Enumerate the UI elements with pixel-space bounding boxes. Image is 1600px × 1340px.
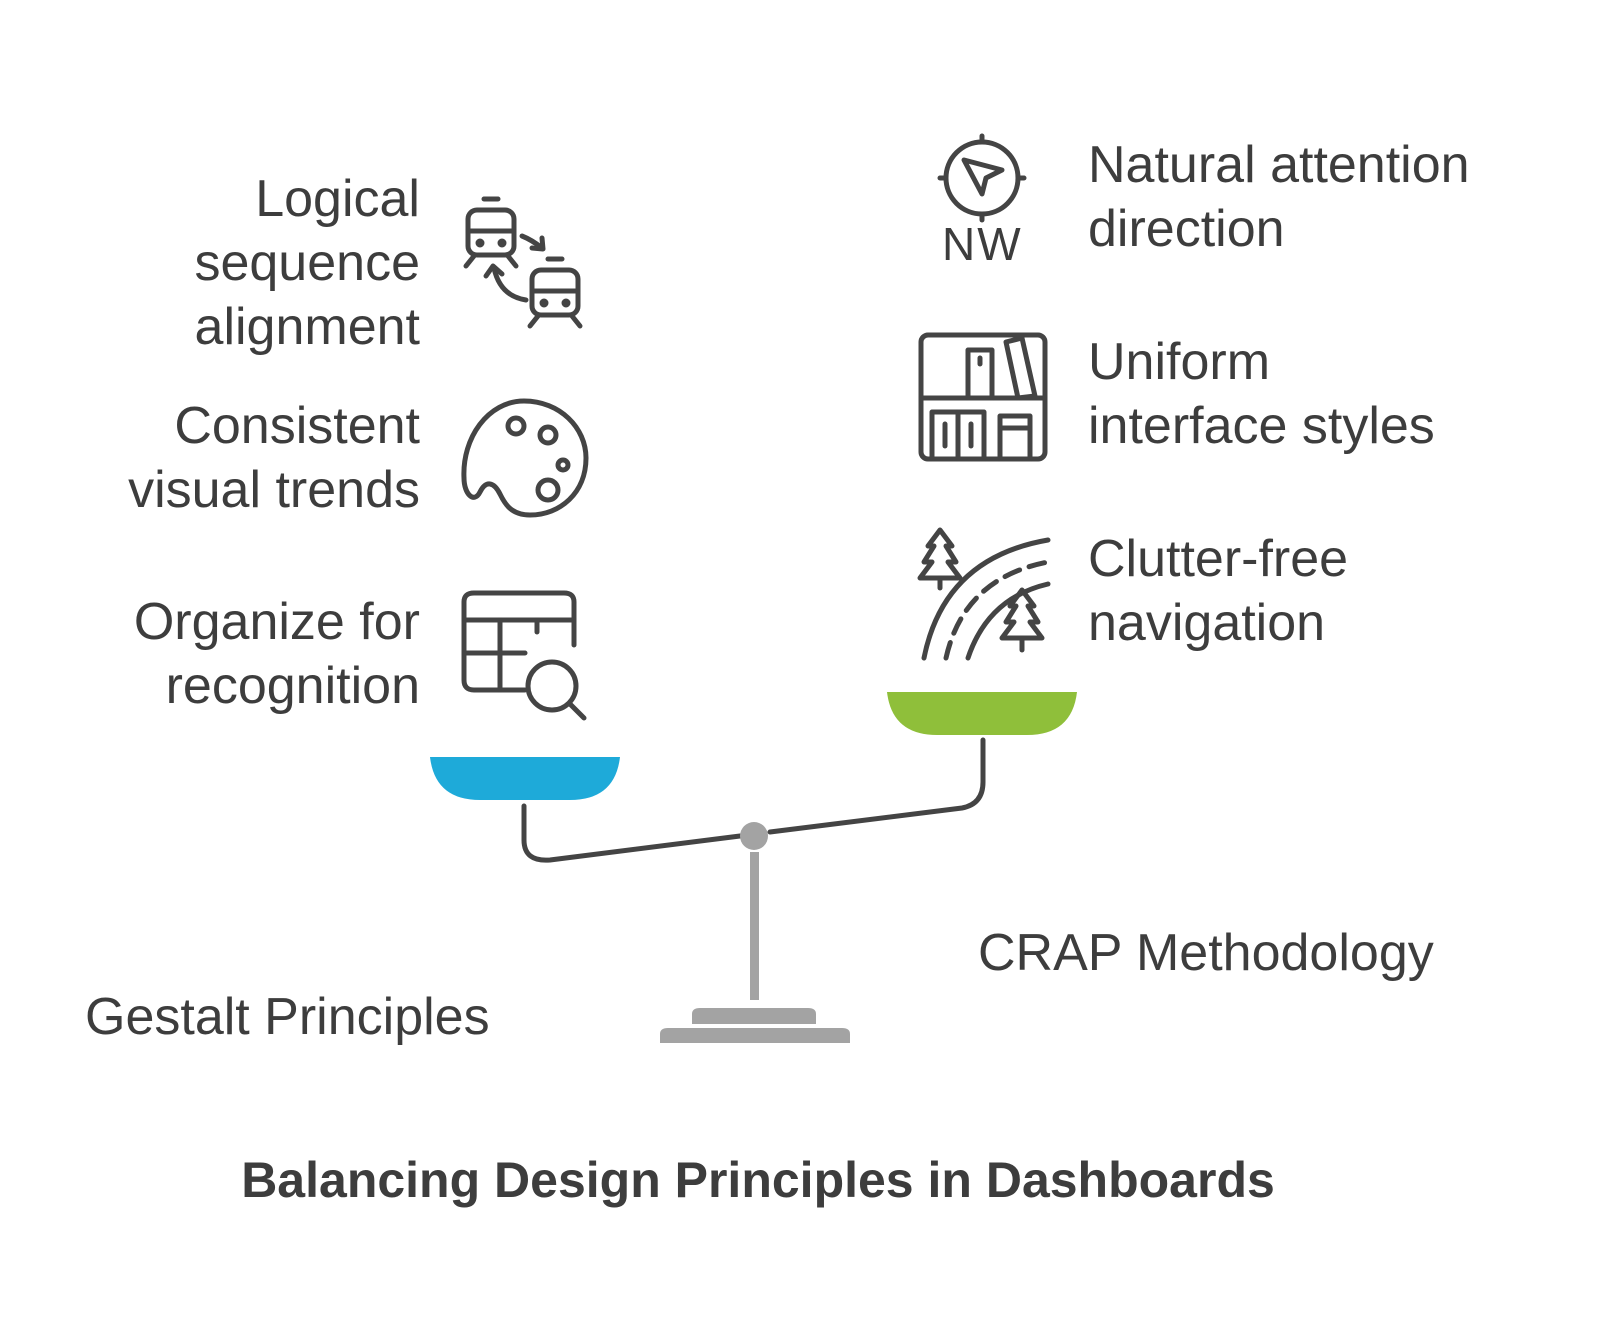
scale-post <box>750 852 759 1000</box>
right-item-2-line-2: interface styles <box>1088 397 1435 455</box>
bookshelf-icon <box>918 332 1048 462</box>
right-item-2-line-1: Uniform <box>1088 333 1271 391</box>
scale-base-top <box>692 1008 816 1024</box>
right-item-1-line-2: direction <box>1088 200 1285 258</box>
right-item-3-line-2: navigation <box>1088 594 1326 652</box>
train-swap-icon <box>460 196 590 331</box>
compass-nw-icon <box>937 133 1028 224</box>
right-item-3-line-1: Clutter-free <box>1088 530 1349 588</box>
scale-base-bottom <box>660 1028 850 1043</box>
left-item-1-line-1: Logical <box>255 170 420 228</box>
diagram-title: Balancing Design Principles in Dashboard… <box>241 1152 1275 1208</box>
left-group-label: Gestalt Principles <box>85 988 490 1046</box>
right-item-1-label: Natural attention direction <box>1088 133 1470 261</box>
left-item-3-line-2: recognition <box>165 657 420 715</box>
right-group-label: CRAP Methodology <box>978 924 1434 982</box>
palette-icon <box>460 398 590 518</box>
right-item-2-label: Uniform interface styles <box>1088 330 1435 458</box>
scale-beam <box>521 737 986 863</box>
right-pan <box>887 692 1077 735</box>
left-item-3-label: Organize for recognition <box>134 590 420 718</box>
left-item-3-line-1: Organize for <box>133 593 420 651</box>
left-item-2-label: Consistent visual trends <box>128 394 420 522</box>
left-pan <box>430 757 620 800</box>
compass-nw-label: NW <box>942 218 1023 270</box>
road-trees-icon <box>917 527 1058 663</box>
left-item-2-line-1: Consistent <box>174 397 420 455</box>
right-item-1-line-1: Natural attention <box>1088 136 1470 194</box>
table-search-icon <box>460 590 590 721</box>
left-item-1-line-3: alignment <box>194 298 420 356</box>
left-item-1-label: Logical sequence alignment <box>194 167 420 359</box>
left-item-1-line-2: sequence <box>194 234 420 292</box>
scale-pivot <box>740 822 768 850</box>
left-item-2-line-2: visual trends <box>128 461 420 519</box>
right-item-3-label: Clutter-free navigation <box>1088 527 1348 655</box>
